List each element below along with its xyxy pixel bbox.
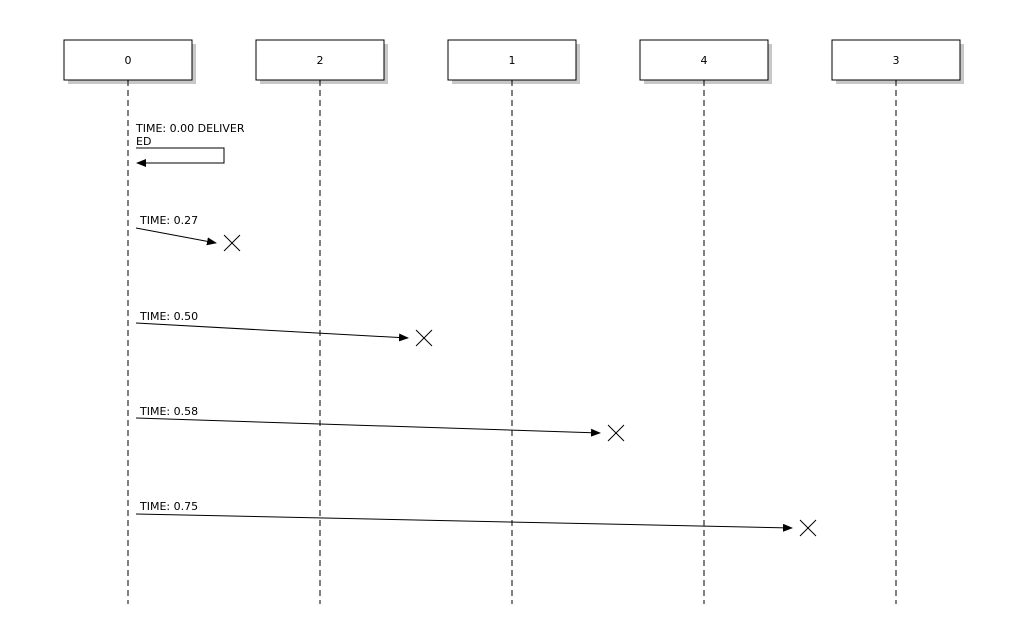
lost-message-x-icon [415,329,433,347]
participant-label: 3 [893,54,900,67]
message-label: TIME: 0.50 [139,310,198,323]
participant-label: 2 [317,54,324,67]
message-self-delivered: TIME: 0.00 DELIVER ED [135,122,248,167]
participant-label: 0 [125,54,132,67]
message-arrow [135,513,793,532]
participant-label: 4 [701,54,708,67]
message-arrow [136,147,225,167]
message-arrow [135,417,601,437]
lost-message-x-icon [607,424,625,442]
message-label: TIME: 0.27 [139,214,198,227]
message-lost: TIME: 0.75 [135,500,817,537]
participant-0: 0 [63,39,196,84]
message-label-line: TIME: 0.00 DELIVER [135,122,245,135]
participant-4: 4 [639,39,772,84]
message-arrow [135,322,409,342]
message-label: TIME: 0.00 DELIVER ED [135,122,248,148]
message-label: TIME: 0.75 [139,500,198,513]
message-label-line: ED [136,135,151,148]
participant-label: 1 [509,54,516,67]
participant-2: 2 [255,39,388,84]
message-arrow [135,227,217,246]
participant-1: 1 [447,39,580,84]
participant-3: 3 [831,39,964,84]
message-label: TIME: 0.58 [139,405,198,418]
lost-message-x-icon [799,519,817,537]
message-lost: TIME: 0.58 [135,405,625,442]
lost-message-x-icon [223,234,241,252]
message-lost: TIME: 0.27 [135,214,241,252]
message-lost: TIME: 0.50 [135,310,433,347]
